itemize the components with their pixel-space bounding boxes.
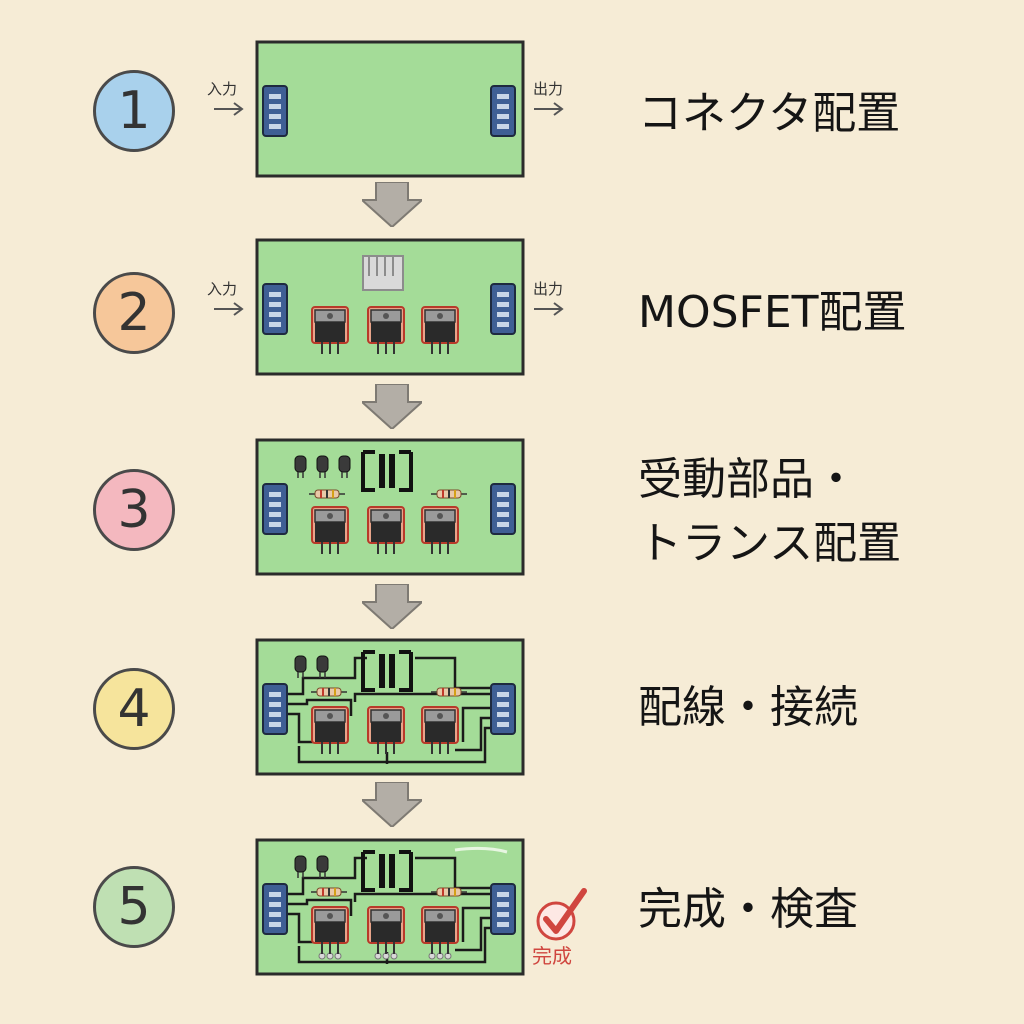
step-number-5: 5 bbox=[93, 866, 175, 948]
down-arrow-icon bbox=[362, 384, 422, 429]
right-arrow-icon bbox=[534, 102, 564, 116]
connector-icon bbox=[262, 483, 288, 535]
connector-icon bbox=[490, 283, 516, 335]
checkmark-icon bbox=[536, 888, 587, 941]
connector-icon bbox=[262, 85, 288, 137]
step-label-line1: 受動部品・ bbox=[638, 454, 858, 505]
connector-icon bbox=[262, 283, 288, 335]
connector-icon bbox=[490, 683, 516, 735]
output-label: 出力 bbox=[533, 80, 564, 98]
step-number-2: 2 bbox=[93, 272, 175, 354]
trace-wiring bbox=[287, 656, 495, 764]
right-arrow-icon bbox=[534, 302, 564, 316]
down-arrow-icon bbox=[362, 182, 422, 227]
down-arrow-icon bbox=[362, 782, 422, 827]
step-label-line2: トランス配置 bbox=[638, 518, 902, 569]
step-number-4: 4 bbox=[93, 668, 175, 750]
right-arrow-icon bbox=[214, 102, 244, 116]
connector-icon bbox=[262, 683, 288, 735]
input-label: 入力 bbox=[207, 280, 238, 298]
right-arrow-icon bbox=[214, 302, 244, 316]
step-number-1: 1 bbox=[93, 70, 175, 152]
output-label: 出力 bbox=[533, 280, 564, 298]
down-arrow-icon bbox=[362, 584, 422, 629]
heatsink-icon bbox=[362, 255, 404, 291]
pcb-board bbox=[255, 838, 525, 976]
pcb-board bbox=[255, 438, 525, 576]
step-number-3: 3 bbox=[93, 469, 175, 551]
connector-icon bbox=[490, 883, 516, 935]
step-label: MOSFET配置 bbox=[638, 287, 907, 338]
connector-icon bbox=[490, 483, 516, 535]
connector-icon bbox=[262, 883, 288, 935]
input-label: 入力 bbox=[207, 80, 238, 98]
pcb-board bbox=[255, 238, 525, 376]
connector-icon bbox=[490, 85, 516, 137]
complete-badge: 完成 bbox=[532, 944, 572, 968]
step-label: 完成・検査 bbox=[638, 884, 858, 935]
step-label: 配線・接続 bbox=[638, 682, 858, 733]
board-shine bbox=[454, 846, 508, 854]
pcb-board bbox=[255, 638, 525, 776]
step-label: コネクタ配置 bbox=[638, 88, 901, 139]
pcb-board bbox=[255, 40, 525, 178]
